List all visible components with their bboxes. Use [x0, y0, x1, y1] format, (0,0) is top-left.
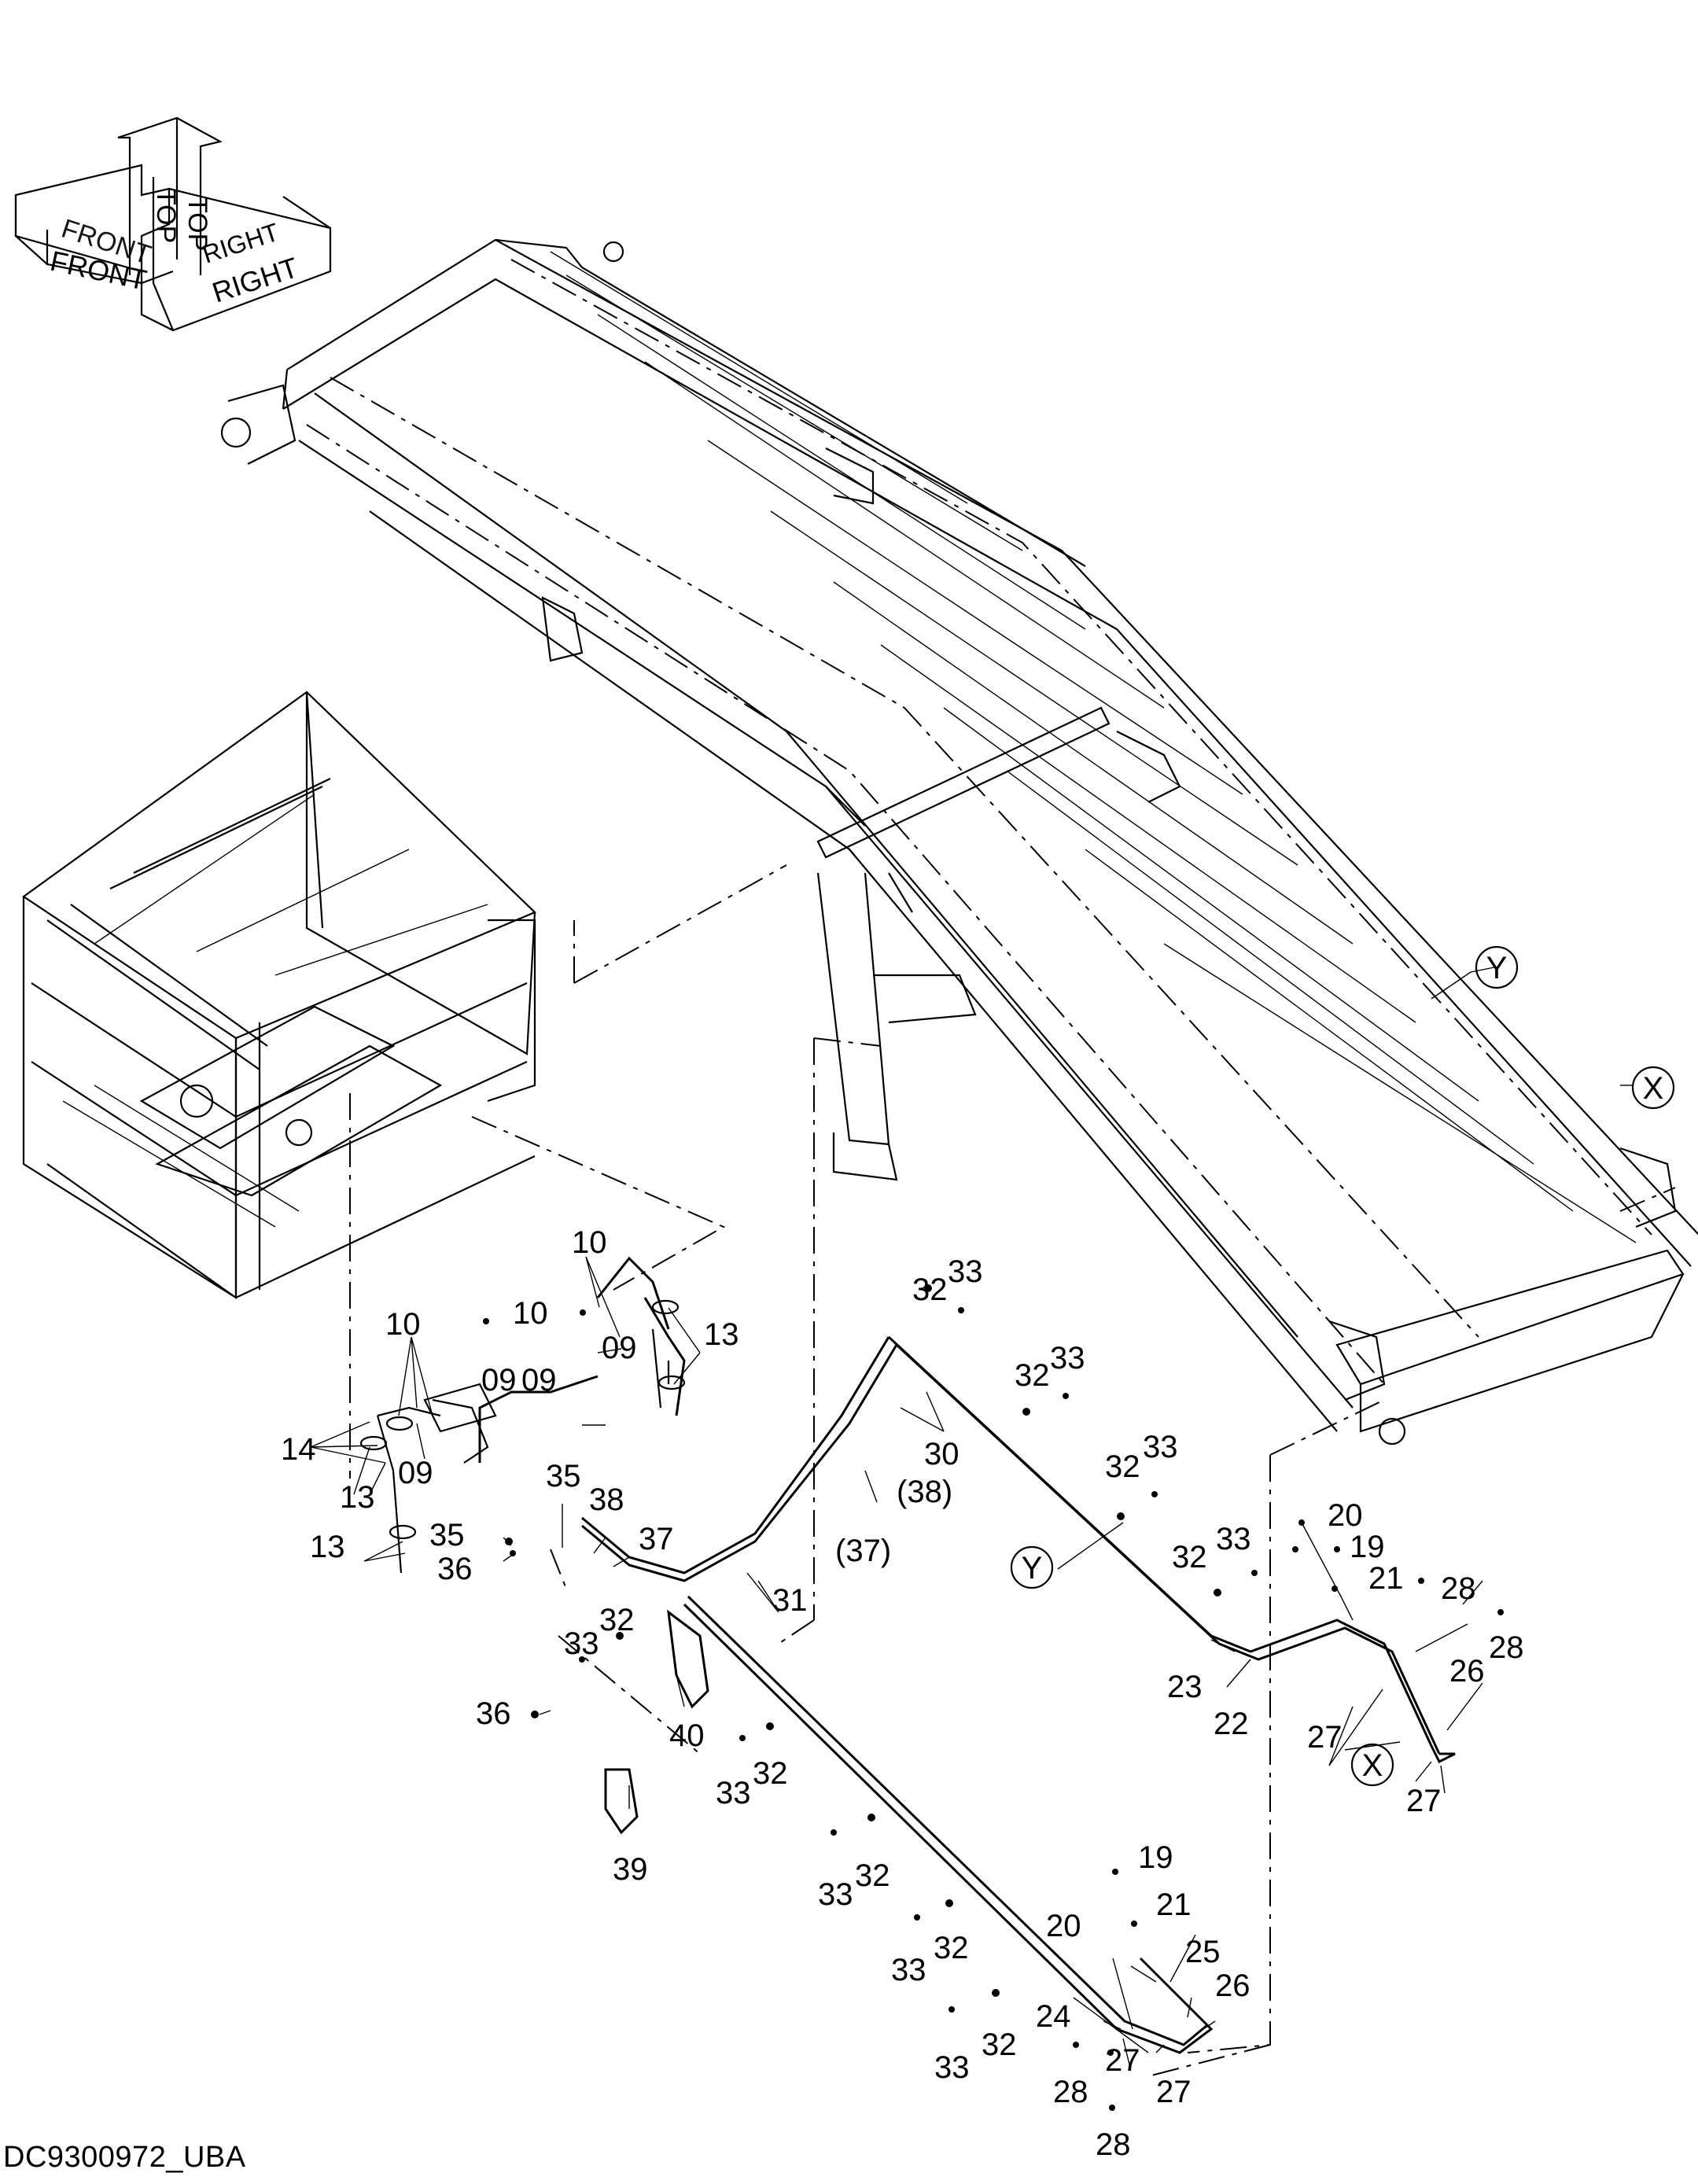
callout-32-a: 32 [912, 1272, 948, 1307]
callout-27-a: 27 [1307, 1720, 1343, 1755]
callout-21-b: 21 [1156, 1888, 1192, 1922]
leader-lines [310, 967, 1632, 2065]
callout-13-a: 13 [704, 1317, 739, 1352]
callout-40: 40 [669, 1718, 705, 1753]
callout-28-a: 28 [1441, 1571, 1476, 1606]
orientation-indicator: FRONT FRONT TOP TOP RIGHT RIGHT [14, 116, 332, 332]
orientation-label-top: TOP TOP [151, 189, 212, 251]
callout-33-f: 33 [716, 1776, 751, 1810]
callout-14: 14 [281, 1432, 316, 1467]
callout-27-c: 27 [1105, 2043, 1140, 2078]
svg-text:TOP: TOP [182, 197, 212, 251]
callout-09-a: 09 [602, 1331, 637, 1365]
callout-24: 24 [1036, 1999, 1071, 2034]
callout-33-d: 33 [1216, 1522, 1251, 1556]
callout-33-g: 33 [818, 1877, 853, 1912]
section-marker-x-bottom: X [1350, 1743, 1394, 1787]
callout-20-a: 20 [1328, 1498, 1363, 1533]
callout-10-b: 10 [513, 1296, 548, 1331]
callout-25: 25 [1185, 1935, 1221, 1969]
callout-35-b: 35 [429, 1518, 465, 1552]
callout-13-b: 13 [340, 1480, 375, 1515]
callout-19-a: 19 [1350, 1530, 1385, 1564]
callout-21-a: 21 [1368, 1561, 1404, 1596]
callout-28-b: 28 [1489, 1630, 1524, 1665]
callout-20-b: 20 [1046, 1909, 1081, 1943]
section-marker-y-top: Y [1475, 945, 1519, 989]
callout-33-h: 33 [891, 1953, 926, 1987]
callout-32-d: 32 [1172, 1540, 1207, 1574]
callout-09-d: 09 [398, 1456, 433, 1490]
svg-text:TOP: TOP [151, 189, 181, 243]
callout-19-b: 19 [1138, 1840, 1173, 1875]
callout-10-c: 10 [385, 1307, 421, 1342]
callout-37-ref: (37) [835, 1534, 891, 1568]
section-marker-y-bottom: Y [1010, 1545, 1054, 1589]
callout-32-h: 32 [934, 1931, 969, 1965]
callout-27-d: 27 [1156, 2075, 1192, 2109]
callout-26-a: 26 [1449, 1654, 1485, 1689]
callout-33-c: 33 [1143, 1430, 1178, 1464]
callout-35-a: 35 [546, 1459, 581, 1493]
callout-32-f: 32 [753, 1756, 788, 1791]
callout-28-d: 28 [1096, 2127, 1131, 2162]
cab-frame [22, 691, 536, 1299]
callout-36-a: 36 [437, 1552, 473, 1586]
callout-26-b: 26 [1215, 1969, 1250, 2003]
callout-38-ref: (38) [897, 1475, 952, 1509]
callout-33-i: 33 [934, 2050, 970, 2085]
callout-33-a: 33 [948, 1254, 983, 1289]
callout-labels: 10 10 10 09 09 13 09 14 13 09 13 35 38 3… [281, 1225, 1524, 2162]
callout-10-a: 10 [572, 1225, 607, 1260]
svg-text:X: X [1362, 1748, 1383, 1783]
callout-32-e: 32 [599, 1603, 635, 1637]
svg-text:Y: Y [1022, 1551, 1043, 1586]
callout-27-b: 27 [1406, 1784, 1442, 1818]
callout-28-c: 28 [1053, 2075, 1088, 2109]
callout-32-b: 32 [1015, 1358, 1050, 1393]
hose-routing [359, 1256, 1456, 2054]
callout-13-c: 13 [310, 1530, 345, 1564]
callout-38: 38 [589, 1482, 624, 1517]
orientation-label-right: RIGHT RIGHT [199, 218, 302, 309]
callout-33-b: 33 [1050, 1341, 1085, 1376]
conveyor-frame [220, 238, 1698, 1446]
callout-30: 30 [924, 1437, 959, 1471]
reference-lines [349, 864, 1676, 2077]
callout-32-i: 32 [982, 2027, 1017, 2062]
callout-09-b: 09 [521, 1363, 557, 1398]
section-marker-x-top: X [1631, 1066, 1675, 1110]
callout-09-c: 09 [481, 1363, 517, 1398]
callout-32-c: 32 [1105, 1449, 1140, 1484]
document-code: DC9300972_UBA [3, 2141, 246, 2174]
svg-text:Y: Y [1486, 951, 1508, 985]
callout-37: 37 [639, 1522, 674, 1556]
callout-31: 31 [772, 1583, 808, 1618]
callout-32-g: 32 [855, 1858, 890, 1893]
callout-23: 23 [1167, 1670, 1203, 1704]
orientation-label-front: FRONT FRONT [47, 213, 154, 296]
svg-text:X: X [1643, 1071, 1664, 1106]
hardware-points [483, 1284, 1504, 2111]
callout-36-b: 36 [476, 1696, 511, 1731]
callout-39: 39 [613, 1852, 648, 1887]
callout-33-e: 33 [564, 1626, 599, 1661]
callout-22: 22 [1214, 1707, 1249, 1741]
